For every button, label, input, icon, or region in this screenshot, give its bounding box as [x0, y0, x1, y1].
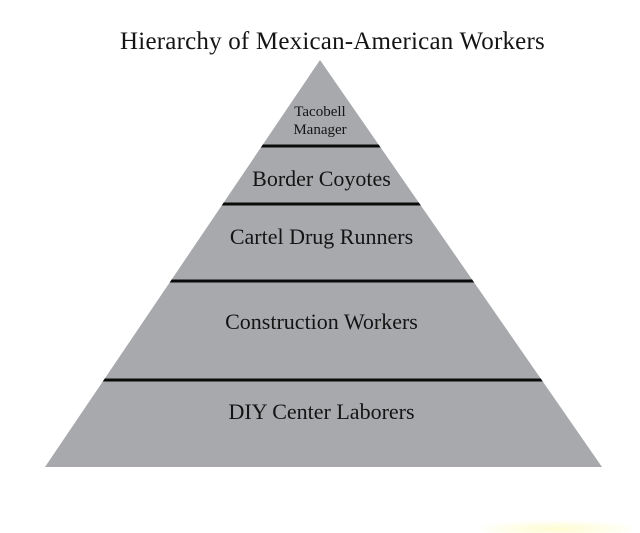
level-label-2: Border Coyotes — [252, 166, 391, 191]
diagram-title: Hierarchy of Mexican-American Workers — [120, 28, 545, 55]
level-label-bottom: DIY Center Laborers — [228, 399, 415, 424]
level-label-top: Tacobell Manager — [293, 104, 347, 138]
level-label-3: Cartel Drug Runners — [229, 224, 414, 249]
pyramid-shape — [45, 60, 602, 467]
level-label-4: Construction Workers — [225, 309, 418, 334]
